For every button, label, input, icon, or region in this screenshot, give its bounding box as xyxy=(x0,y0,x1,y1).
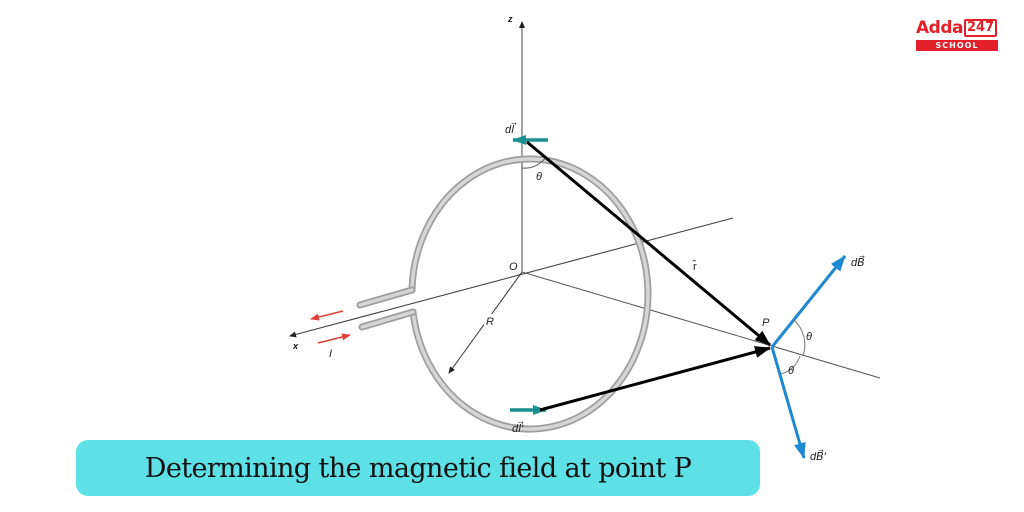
theta-label-lower: θ xyxy=(788,365,794,377)
adda247-school-logo[interactable]: Adda 247 SCHOOL xyxy=(916,18,1004,54)
theta-arc-upper xyxy=(793,319,806,357)
dl-bottom-label: dl⃗′ xyxy=(512,421,524,435)
dB-prime-arrow xyxy=(770,346,806,459)
theta-label-top: θ xyxy=(536,171,542,183)
origin-label: O xyxy=(509,261,518,273)
x-axis xyxy=(289,217,734,338)
theta-label-upper: θ xyxy=(806,331,812,343)
dB-prime-label: dB⃗′ xyxy=(810,449,827,463)
dB-label: dB⃗ xyxy=(851,255,865,269)
caption-banner: Determining the magnetic field at point … xyxy=(76,440,760,496)
unit-vector-label: r̂ xyxy=(692,259,697,273)
dB-arrow xyxy=(770,255,847,348)
logo-subtitle: SCHOOL xyxy=(916,40,998,51)
r-vector-top xyxy=(526,140,771,347)
current-in-arrow xyxy=(317,333,351,344)
z-axis-label: z xyxy=(507,14,513,24)
logo-brand-text: Adda xyxy=(916,18,963,38)
x-axis-label: x xyxy=(292,341,299,351)
dl-top-label: dl⃗ xyxy=(505,122,517,136)
logo-number-text: 247 xyxy=(963,19,998,37)
theta-arc-lower xyxy=(780,355,801,375)
caption-text: Determining the magnetic field at point … xyxy=(144,452,692,484)
current-out-arrow xyxy=(310,310,344,321)
current-label: I xyxy=(329,348,332,360)
y-axis xyxy=(521,271,881,379)
r-vector-bottom xyxy=(539,346,771,412)
point-p-label: P xyxy=(762,317,770,329)
radius-label: R xyxy=(486,316,494,328)
